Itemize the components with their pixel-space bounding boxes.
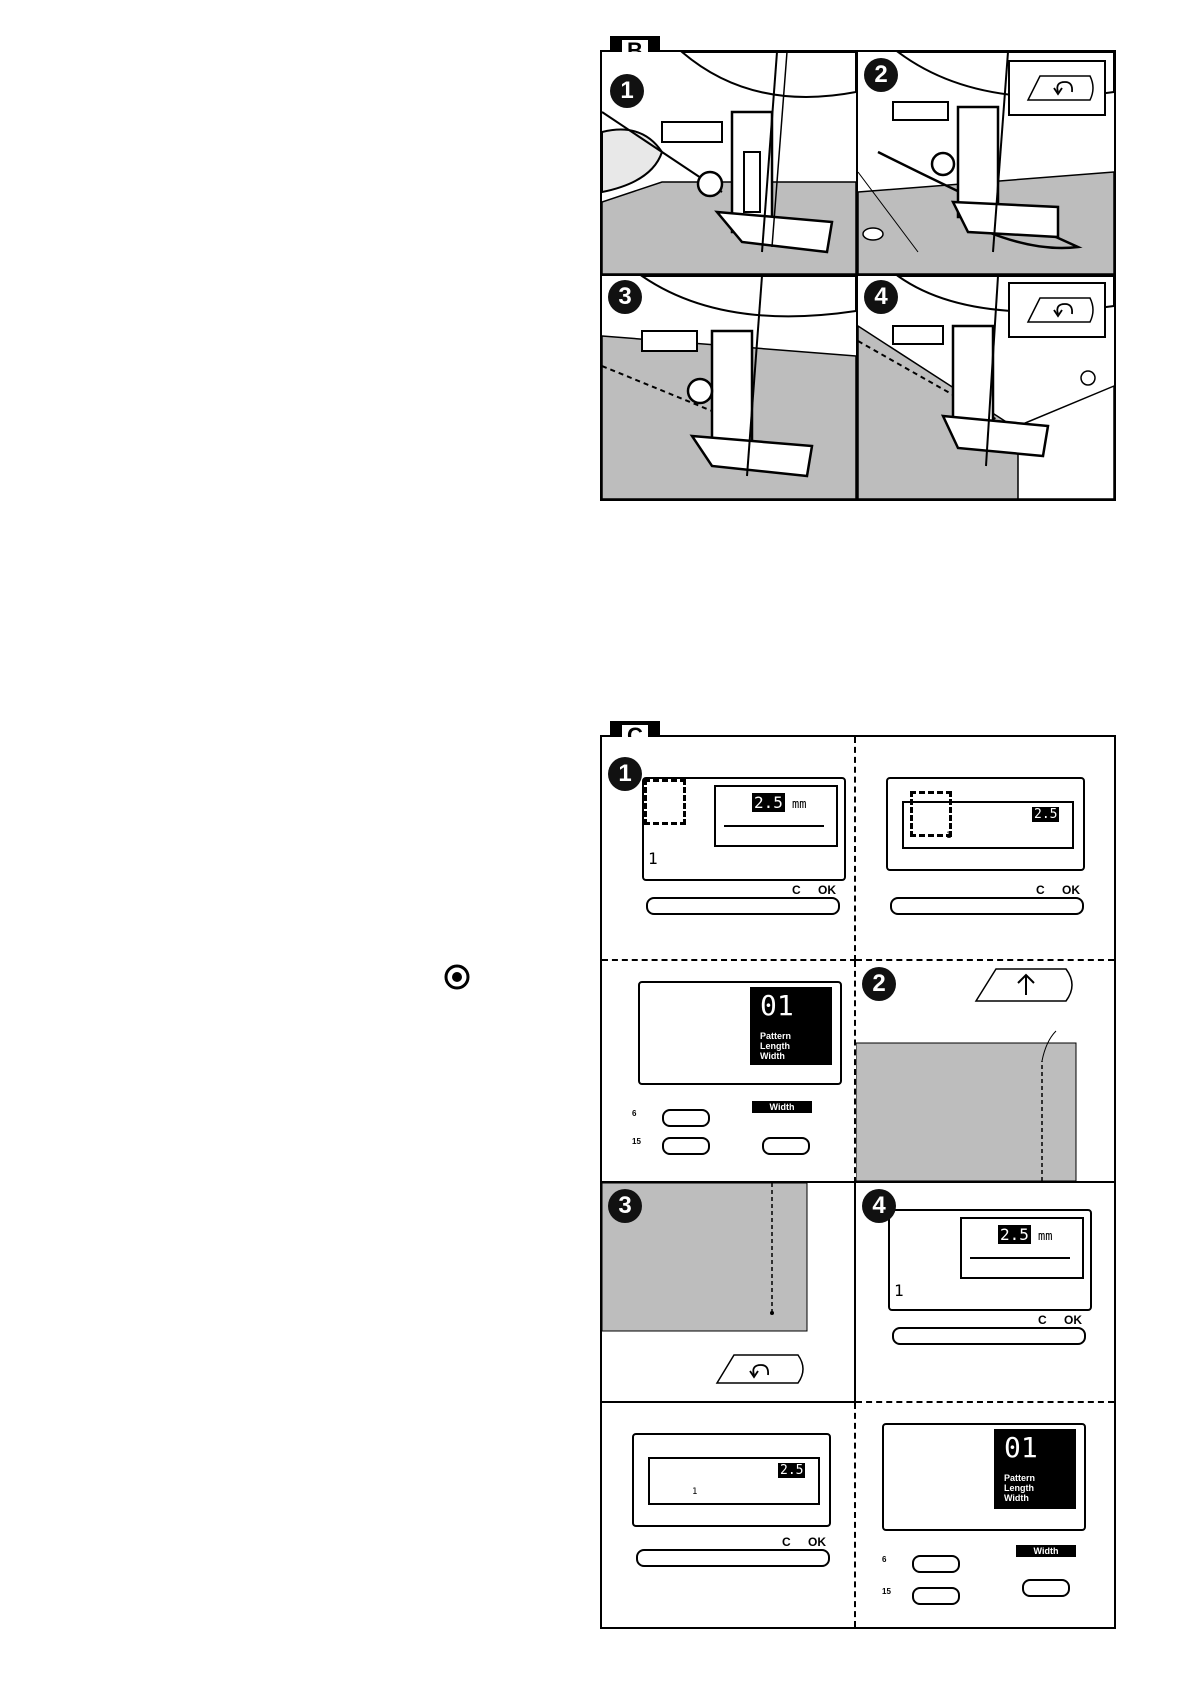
- lcd-value: 2.5: [998, 1225, 1031, 1244]
- needle-position-highlight: [644, 779, 686, 825]
- straight-label: 15: [882, 1587, 891, 1596]
- menu-item-width: Width: [760, 1051, 785, 1061]
- pattern-button[interactable]: [912, 1587, 960, 1605]
- function-buttons[interactable]: [890, 897, 1084, 915]
- clear-label: C: [792, 883, 801, 897]
- figure-b-panel-1: 1: [602, 52, 858, 276]
- menu-item-pattern: Pattern: [1004, 1473, 1036, 1483]
- width-button[interactable]: [1022, 1579, 1070, 1597]
- figure-c-panel-4a: 2.5 1 C OK: [602, 1403, 856, 1627]
- pattern-button[interactable]: [662, 1137, 710, 1155]
- presser-foot-illustration: [858, 276, 1114, 499]
- function-buttons[interactable]: [892, 1327, 1086, 1345]
- lcd-width-box: 2.5 mm: [714, 785, 838, 847]
- pattern-button[interactable]: [662, 1109, 710, 1127]
- width-label: Width: [1016, 1545, 1076, 1557]
- lcd-scale: [970, 1257, 1070, 1259]
- ok-label: OK: [1062, 883, 1080, 897]
- lcd-screen: 2.5 1: [886, 777, 1085, 871]
- menu-number: 01: [1004, 1431, 1038, 1464]
- step-number: 4: [862, 1189, 896, 1223]
- lcd-scale: [724, 825, 824, 827]
- lcd-small-index: 1: [692, 1487, 698, 1497]
- function-buttons[interactable]: [646, 897, 840, 915]
- lcd-pattern-number: 1: [648, 849, 658, 868]
- lcd-screen: 2.5 mm 1: [888, 1209, 1092, 1311]
- step-number: 1: [608, 757, 642, 791]
- needle-up-icon: [974, 968, 1073, 1002]
- menu-display: 01 Pattern Length Width: [994, 1429, 1076, 1509]
- control-panel: 01 Pattern Length Width: [638, 981, 842, 1085]
- button-row: C OK: [886, 883, 1086, 915]
- menu-item-pattern: Pattern: [760, 1031, 792, 1041]
- lcd-inner: 2.5 1: [648, 1457, 820, 1505]
- lcd-unit: mm: [792, 797, 807, 811]
- figure-c-panel-2b: 2: [856, 961, 1114, 1183]
- control-panel: 01 Pattern Length Width: [882, 1423, 1086, 1531]
- width-label: Width: [752, 1101, 812, 1113]
- fabric-illustration: [856, 968, 1077, 1181]
- ok-label: OK: [818, 883, 836, 897]
- figure-b: B 1 2: [600, 36, 1116, 501]
- lcd-value: 2.5: [752, 793, 785, 812]
- button-row: C OK: [632, 1535, 832, 1567]
- menu-item-width: Width: [1004, 1493, 1029, 1503]
- fabric-illustration: [602, 1183, 808, 1384]
- function-buttons[interactable]: [636, 1549, 830, 1567]
- lcd-width-box: 2.5 mm: [960, 1217, 1084, 1279]
- needle-position-highlight: [910, 791, 952, 837]
- lcd-small-value: 2.5: [1032, 807, 1060, 822]
- reverse-stitch-icon: [715, 1354, 804, 1384]
- lcd-screen: 2.5 1: [632, 1433, 831, 1527]
- figure-b-panel-4: 4: [858, 276, 1114, 499]
- presser-foot-illustration: [858, 52, 1114, 274]
- menu-item-length: Length: [1004, 1483, 1034, 1493]
- clear-label: C: [782, 1535, 791, 1549]
- lcd-inner: 2.5 1: [902, 801, 1074, 849]
- reverse-stitch-icon: [1026, 75, 1094, 101]
- lcd-screen: 2.5 mm 1: [642, 777, 846, 881]
- step-number: 3: [608, 280, 642, 314]
- step-number: 4: [864, 280, 898, 314]
- width-button[interactable]: [762, 1137, 810, 1155]
- pattern-button[interactable]: [912, 1555, 960, 1573]
- figure-b-panel-2: 2: [858, 52, 1114, 276]
- figure-c-panel-3b: 4 2.5 mm 1 C OK: [856, 1183, 1114, 1403]
- straight-label: 15: [632, 1137, 641, 1146]
- clear-label: C: [1036, 883, 1045, 897]
- lcd-pattern-number: 1: [894, 1281, 904, 1300]
- figure-c: C 1 2.5 mm 1 C OK 2.5 1 C: [600, 721, 1116, 1629]
- step-number: 3: [608, 1189, 642, 1223]
- ok-label: OK: [1064, 1313, 1082, 1327]
- menu-number: 01: [760, 989, 794, 1022]
- figure-c-panel-1a: 1 2.5 mm 1 C OK: [602, 737, 856, 961]
- step-number: 2: [864, 58, 898, 92]
- reverse-stitch-icon: [1026, 297, 1094, 323]
- step-number: 1: [610, 74, 644, 108]
- figure-c-panel-1b: 2.5 1 C OK: [856, 737, 1114, 961]
- clear-label: C: [1038, 1313, 1047, 1327]
- figure-c-panel-4b: 01 Pattern Length Width Width 6 15: [856, 1403, 1114, 1627]
- presser-foot-illustration: [602, 52, 856, 274]
- needle-position-icon: [444, 964, 470, 990]
- presser-foot-illustration: [602, 276, 856, 499]
- figure-c-panel-3a: 3: [602, 1183, 856, 1403]
- figure-b-panel-3: 3: [602, 276, 858, 499]
- menu-item-length: Length: [760, 1041, 790, 1051]
- reverse-button-callout: [1008, 60, 1106, 116]
- lcd-unit: mm: [1038, 1229, 1053, 1243]
- button-row: C OK: [888, 1313, 1088, 1345]
- step-number: 2: [862, 967, 896, 1001]
- reverse-button-callout: [1008, 282, 1106, 338]
- ok-label: OK: [808, 1535, 826, 1549]
- zigzag-label: 6: [882, 1555, 887, 1564]
- lcd-small-value: 2.5: [778, 1463, 806, 1478]
- figure-c-panel-2a: 01 Pattern Length Width Width 6 15: [602, 961, 856, 1183]
- menu-display: 01 Pattern Length Width: [750, 987, 832, 1065]
- zigzag-label: 6: [632, 1109, 637, 1118]
- button-row: C OK: [642, 883, 842, 915]
